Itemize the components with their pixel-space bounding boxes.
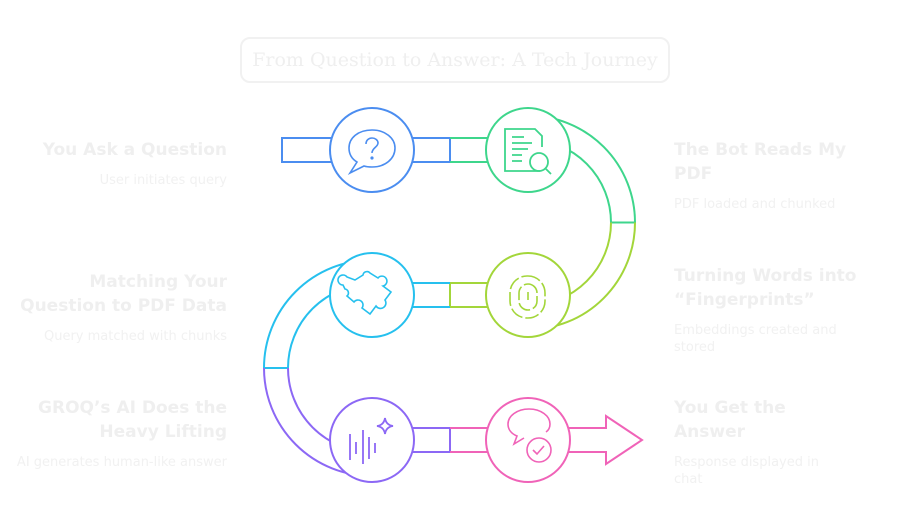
puzzle-icon — [337, 270, 393, 316]
step-desc: AI generates human-like answer — [16, 455, 227, 470]
circle-step-1 — [329, 107, 415, 193]
step-title: Turning Words into “Fingerprints” — [674, 266, 857, 310]
step-3-text: Turning Words into “Fingerprints” Embeddi… — [674, 264, 864, 356]
step-title: You Ask a Question — [42, 140, 227, 160]
step-2-text: The Bot Reads My PDF PDF loaded and chunk… — [674, 138, 889, 213]
step-title: You Get the Answer — [674, 398, 786, 442]
step-desc: Embeddings created and stored — [674, 323, 837, 355]
circle-step-2 — [485, 107, 571, 193]
ai-sparkle-icon — [349, 417, 394, 464]
step-title: GROQ’s AI Does the Heavy Lifting — [38, 398, 227, 442]
chat-check-icon — [507, 408, 552, 463]
step-desc: User initiates query — [99, 173, 227, 188]
circle-step-4 — [329, 252, 415, 338]
step-5-text: GROQ’s AI Does the Heavy Lifting AI gener… — [12, 396, 227, 471]
band-step-1 — [281, 137, 372, 163]
step-desc: Query matched with chunks — [43, 329, 227, 344]
circle-step-5 — [329, 397, 415, 483]
diagram-title: From Question to Answer: A Tech Journey — [240, 37, 670, 83]
document-search-icon — [504, 128, 552, 175]
circle-step-6 — [485, 397, 571, 483]
step-title: Matching Your Question to PDF Data — [20, 272, 227, 316]
fingerprint-icon — [509, 275, 546, 319]
step-title: The Bot Reads My PDF — [674, 140, 847, 184]
step-desc: Response displayed in chat — [674, 455, 819, 487]
question-bubble-icon — [347, 129, 396, 176]
step-desc: PDF loaded and chunked — [674, 197, 836, 212]
band-step-6-arrow — [450, 414, 644, 466]
